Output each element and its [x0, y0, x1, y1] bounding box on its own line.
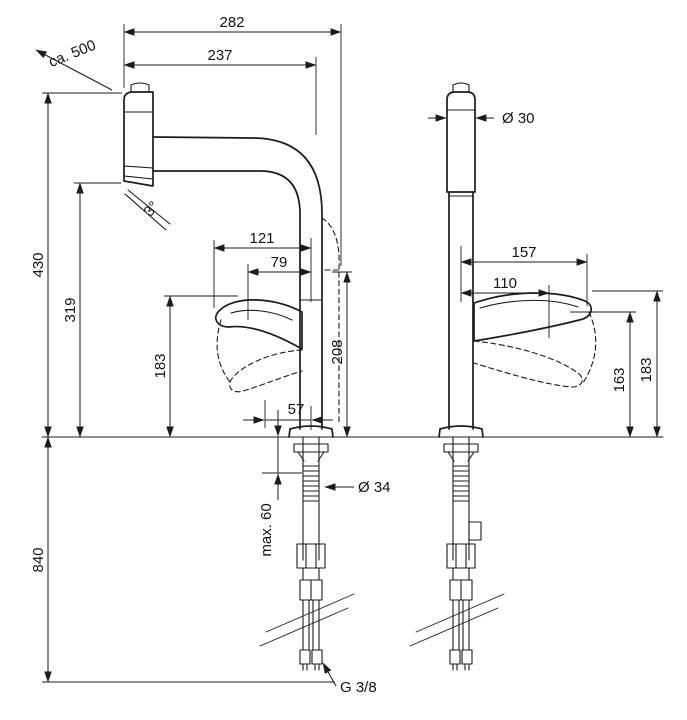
dim-angle-3: 3°: [140, 198, 162, 220]
hose-fittings: [299, 649, 323, 671]
supply-hoses-front: [409, 593, 505, 671]
spout-outer-edge: [152, 136, 323, 430]
dim-208: 208: [329, 339, 346, 364]
dim-840: 840: [30, 547, 47, 572]
handle-lever-side: [215, 299, 303, 393]
shank-tube-front: [452, 436, 470, 561]
side-view: [123, 82, 355, 671]
dim-dia-34: Ø 34: [358, 479, 391, 496]
hose-lines: [302, 599, 320, 651]
swivel-outline: [321, 217, 340, 425]
base-escutcheon-front: [438, 425, 484, 438]
leader-g38: [322, 662, 337, 687]
hose-fittings-front: [449, 649, 473, 671]
spray-head-body: [123, 91, 154, 187]
dim-79: 79: [271, 254, 288, 271]
base-washer: [293, 443, 329, 462]
dim-g-38: G 3/8: [340, 679, 377, 696]
dim-157: 157: [511, 244, 536, 261]
dim-ca-500: ca. 500: [46, 37, 98, 71]
spout-outline: [152, 136, 334, 438]
shank-lower-front: [452, 567, 470, 581]
hose-manifold: [299, 579, 323, 601]
handle-lever-front: [473, 292, 597, 388]
handle-lever-right-alt: [473, 340, 583, 388]
dim-430: 430: [30, 252, 47, 277]
dimension-lines: [35, 28, 661, 687]
front-view: [409, 82, 597, 671]
break-lines-front: [409, 593, 505, 647]
shank-tube: [302, 436, 320, 561]
extension-lines: [42, 24, 663, 683]
shank-threads-front: [452, 465, 470, 502]
column-sides: [448, 191, 474, 430]
shank-lower: [302, 567, 320, 581]
handle-lever-right-detail: [479, 299, 579, 309]
hose-lines-front: [452, 599, 470, 651]
mounting-nut-front: [446, 543, 476, 569]
pullout-spray-head: [123, 82, 171, 231]
dim-57: 57: [288, 401, 305, 418]
hose-manifold-front: [449, 579, 473, 601]
spray-angle-wedge: [124, 189, 171, 231]
dim-121: 121: [249, 230, 274, 247]
dim-237: 237: [207, 47, 232, 64]
handle-lever-alt-position: [229, 349, 303, 393]
shank-threads: [302, 465, 320, 502]
handle-motion-arc: [216, 319, 231, 383]
joint-lines-front: [446, 109, 476, 197]
body-outline-front: [438, 82, 484, 438]
spray-head-cap-front: [452, 82, 470, 93]
break-lines: [259, 593, 355, 647]
spout-inner-edge: [152, 170, 301, 430]
handle-lever-detail: [230, 309, 293, 321]
hose-outlet-nub: [468, 521, 482, 541]
mounting-shank-side: [293, 436, 329, 601]
dim-110: 110: [493, 275, 517, 292]
leader-ca500: [35, 49, 113, 91]
spray-head-cap: [130, 82, 150, 93]
spout-swivel-dashed: [321, 217, 340, 425]
spray-head-front: [446, 91, 476, 193]
mounting-shank-front: [443, 436, 482, 601]
dim-282: 282: [219, 14, 244, 31]
handle-motion-arc-right: [582, 311, 597, 384]
base-washer-front: [443, 443, 479, 462]
dim-319: 319: [62, 297, 79, 322]
dim-183-left: 183: [152, 353, 169, 378]
handle-lever: [215, 299, 303, 350]
dim-max-60: max. 60: [258, 503, 275, 556]
spray-head-joint-lines: [123, 111, 154, 180]
mounting-nut: [296, 543, 326, 569]
supply-hoses-side: [259, 593, 355, 671]
dim-183-right: 183: [638, 357, 655, 382]
dim-dia-30: Ø 30: [502, 110, 535, 127]
dim-163: 163: [611, 367, 628, 392]
